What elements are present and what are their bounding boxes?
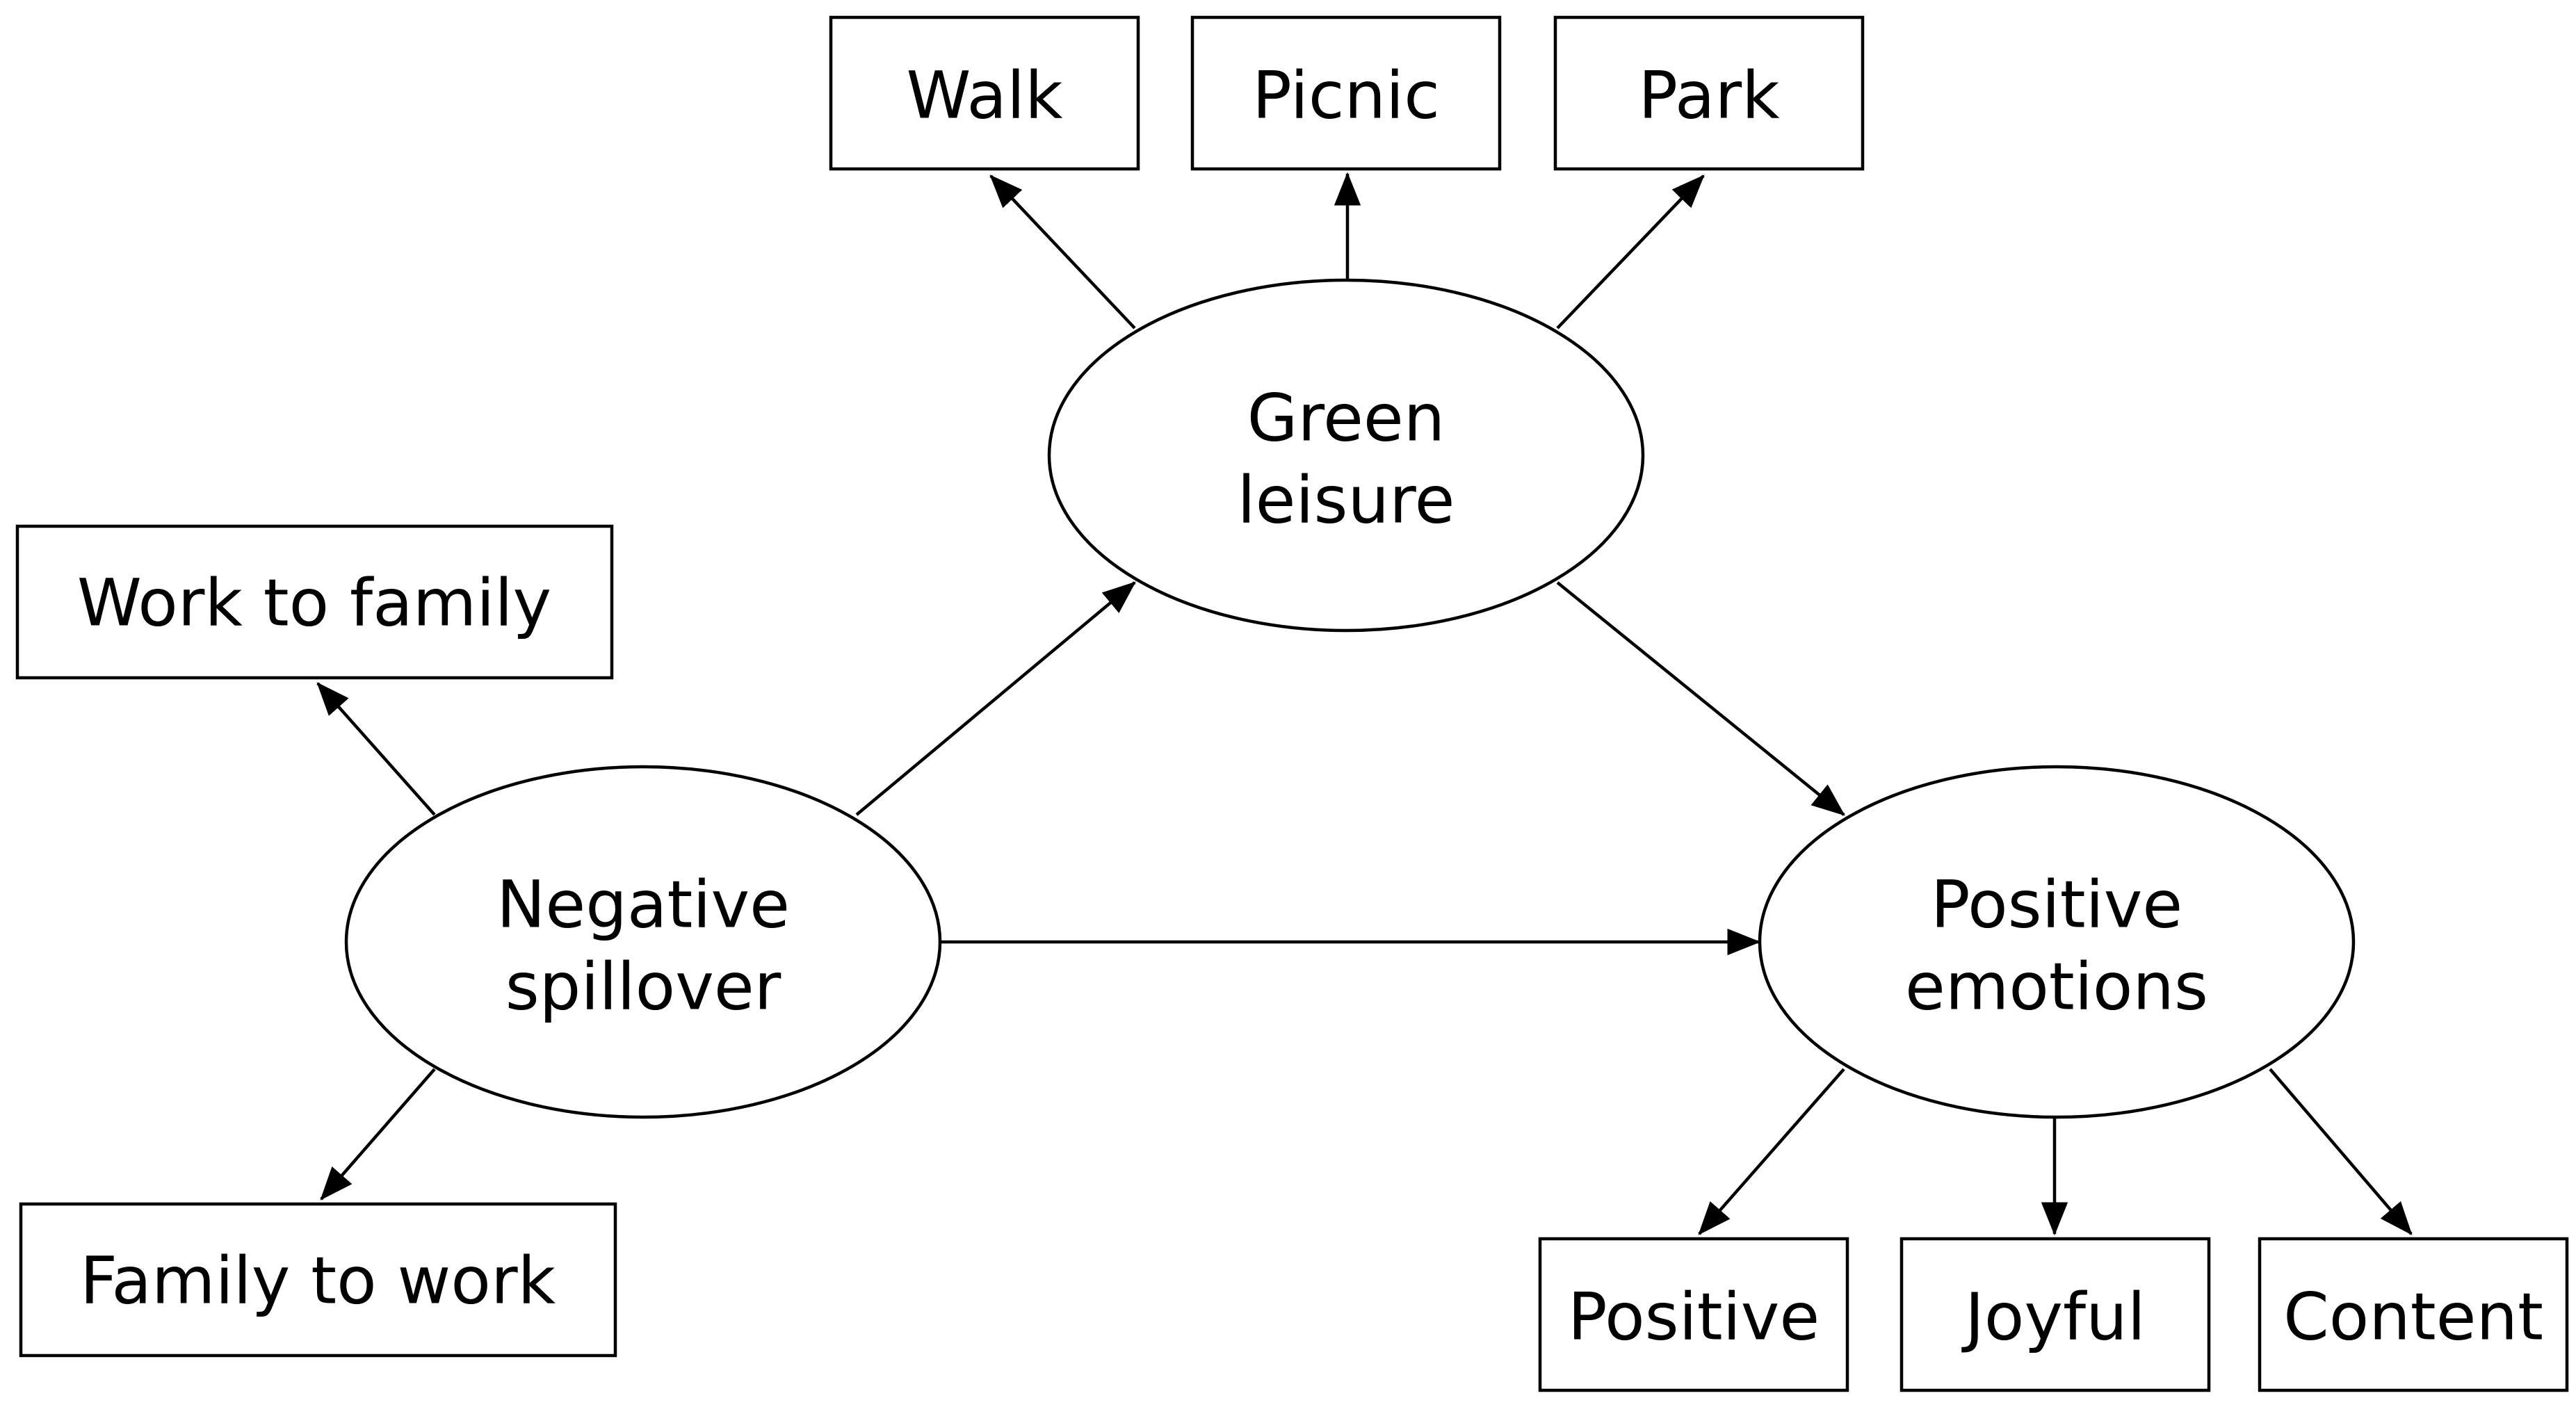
- indicator-family-to-work-label: Family to work: [80, 1244, 556, 1319]
- indicator-walk-label: Walk: [906, 58, 1063, 134]
- latent-negative-spillover: Negative spillover: [344, 765, 942, 1119]
- latent-positive-emotions-line-2: emotions: [1905, 950, 2208, 1025]
- edge-green-leisure-to-walk: [989, 174, 1136, 330]
- indicator-boxes: Walk Picnic Park Work to family Family t…: [15, 15, 2569, 1392]
- edge-negative-spillover-to-family-to-work: [320, 1068, 436, 1201]
- indicator-family-to-work: Family to work: [19, 1202, 617, 1358]
- indicator-walk: Walk: [829, 15, 1140, 171]
- latent-negative-spillover-line-1: Negative: [496, 868, 790, 943]
- latent-green-leisure: Green leisure: [1047, 278, 1645, 633]
- edge-green-leisure-to-park: [1556, 174, 1705, 330]
- indicator-content-label: Content: [2283, 1280, 2543, 1356]
- edge-negative-spillover-to-green-leisure: [855, 581, 1136, 816]
- latent-positive-emotions-line-1: Positive: [1931, 868, 2182, 943]
- latent-green-leisure-line-2: leisure: [1237, 463, 1455, 539]
- edge-green-leisure-to-positive-emotions: [1556, 581, 1845, 816]
- edges: [316, 172, 2413, 1236]
- indicator-positive-label: Positive: [1568, 1280, 1820, 1356]
- latent-positive-emotions: Positive emotions: [1758, 765, 2356, 1119]
- edge-positive-emotions-to-content: [2269, 1068, 2413, 1235]
- indicator-content: Content: [2258, 1237, 2569, 1392]
- indicator-work-to-family-label: Work to family: [77, 566, 551, 642]
- indicator-park-label: Park: [1638, 58, 1780, 134]
- edge-positive-emotions-to-positive: [1698, 1068, 1845, 1235]
- edge-negative-spillover-to-work-to-family: [316, 682, 436, 816]
- indicator-picnic: Picnic: [1190, 15, 1502, 171]
- indicator-work-to-family: Work to family: [15, 524, 614, 680]
- indicator-positive: Positive: [1538, 1237, 1849, 1392]
- indicator-joyful: Joyful: [1899, 1237, 2211, 1392]
- latent-negative-spillover-line-2: spillover: [505, 950, 781, 1025]
- indicator-park: Park: [1553, 15, 1865, 171]
- indicator-picnic-label: Picnic: [1252, 58, 1440, 134]
- latent-green-leisure-line-1: Green: [1247, 381, 1445, 457]
- indicator-joyful-label: Joyful: [1961, 1280, 2146, 1356]
- latent-constructs: Green leisure Negative spillover Positiv…: [344, 278, 2356, 1119]
